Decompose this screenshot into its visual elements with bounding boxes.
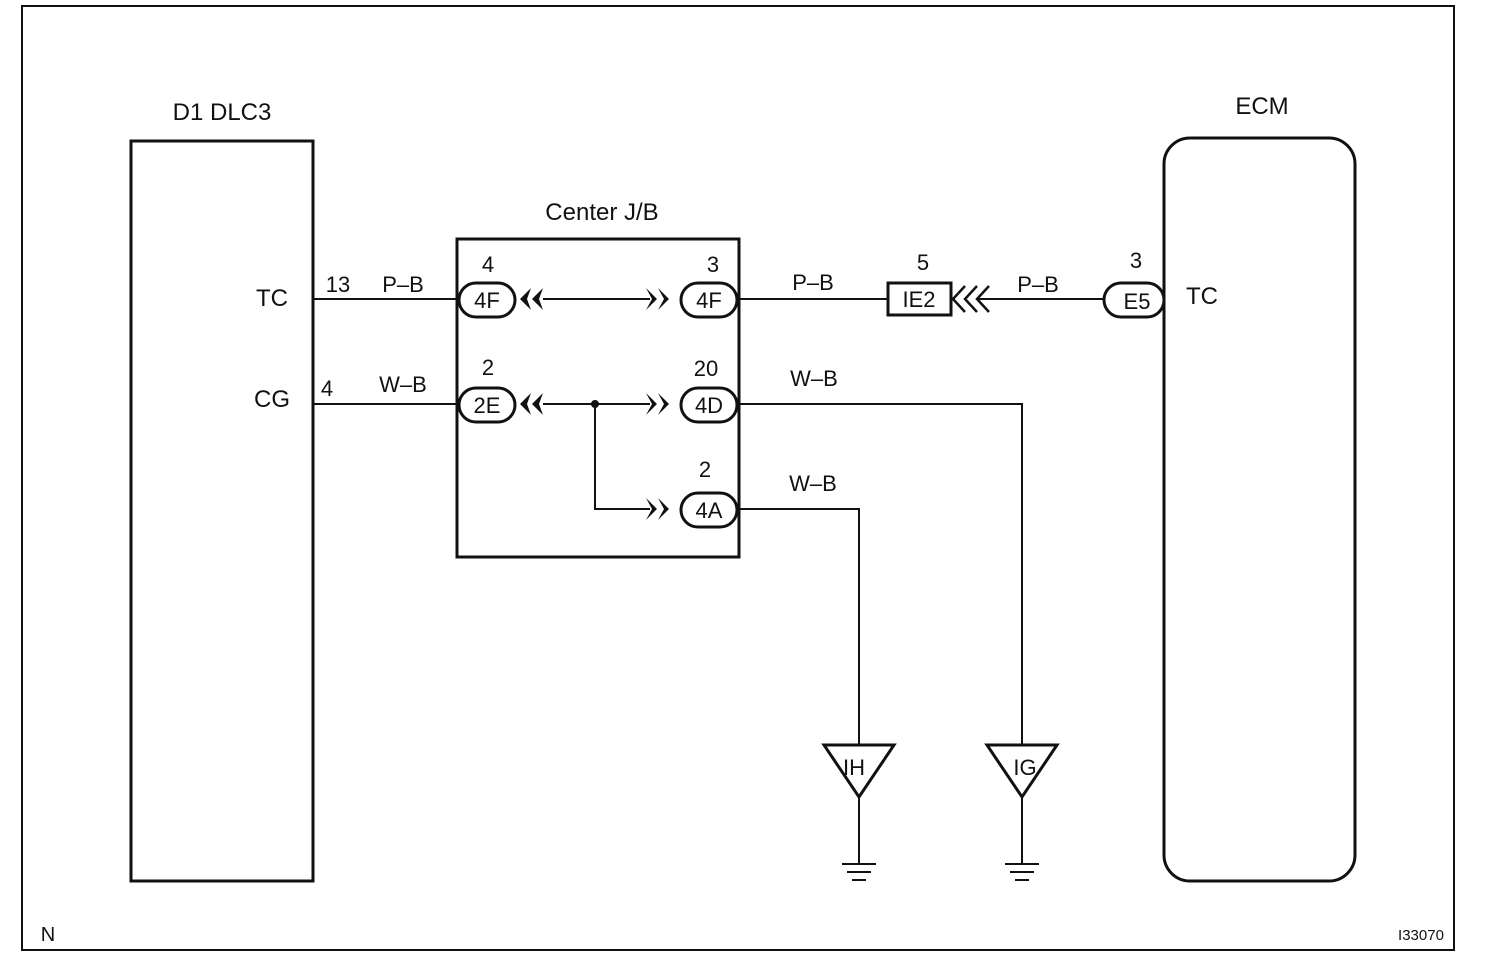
cg-circuit: 4 W–B 2E 2 4D 20 4A 2 W–B W–B xyxy=(313,355,1023,745)
plug-arrow-icon xyxy=(646,393,669,415)
tc-middle-wire-color: P–B xyxy=(792,270,834,295)
dlc3-pin-tc-label: TC xyxy=(256,285,288,312)
connector-2e-in-label: 2E xyxy=(474,393,501,418)
ground-4a-wire-color: W–B xyxy=(789,471,837,496)
ground-4d-wire-color: W–B xyxy=(790,366,838,391)
ground-ig-label: IG xyxy=(1013,755,1036,780)
plug-arrow-icon xyxy=(520,393,543,415)
wire-to-ih-ground xyxy=(737,508,860,745)
ground-ig: IG xyxy=(984,743,1060,881)
connector-4f-out-label: 4F xyxy=(696,288,722,313)
connector-2e-in-pin: 2 xyxy=(482,355,494,380)
dlc3-box xyxy=(129,139,315,883)
corner-label: N xyxy=(41,924,55,946)
wire-to-ig-ground xyxy=(737,403,1023,745)
ground-symbol-icon xyxy=(842,863,876,881)
connector-ie2 xyxy=(886,281,953,317)
ecm-pin-tc-label: TC xyxy=(1186,283,1218,310)
connector-4f-in xyxy=(457,281,517,319)
ecm-box xyxy=(1162,136,1357,883)
tc-left-wire-color: P–B xyxy=(382,272,424,297)
dlc3-component: D1 DLC3 TC CG xyxy=(129,99,315,883)
ground-ih: IH xyxy=(821,743,897,881)
connector-4a-out-pin: 2 xyxy=(699,457,711,482)
connector-4d-out-label: 4D xyxy=(695,393,723,418)
connector-4f-out-pin: 3 xyxy=(707,252,719,277)
connector-2e-in xyxy=(457,386,517,424)
tc-right-wire-color: P–B xyxy=(1017,272,1059,297)
connector-ie2-label: IE2 xyxy=(902,287,935,312)
cg-branch-wire xyxy=(594,404,650,510)
junction-block-title: Center J/B xyxy=(545,199,658,226)
figure-id: I33070 xyxy=(1398,927,1444,944)
ground-ih-label: IH xyxy=(843,755,865,780)
connector-4f-in-label: 4F xyxy=(474,288,500,313)
connector-4f-in-pin: 4 xyxy=(482,252,494,277)
tc-left-pin-number: 13 xyxy=(326,272,350,297)
ground-point-ih-icon xyxy=(821,743,897,800)
ecm-title: ECM xyxy=(1235,93,1288,120)
cg-left-pin-number: 4 xyxy=(321,376,333,401)
plug-arrow-icon xyxy=(646,288,669,310)
tc-circuit: 13 P–B 4F 4 4F 3 P–B IE2 5 P–B E5 3 xyxy=(313,248,1166,319)
plug-arrow-icon xyxy=(520,288,543,310)
connector-e5-pin: 3 xyxy=(1130,248,1142,273)
connector-ie2-pin: 5 xyxy=(917,250,929,275)
plug-arrow-icon xyxy=(646,498,669,520)
dlc3-title: D1 DLC3 xyxy=(173,99,272,126)
dlc3-pin-cg-label: CG xyxy=(254,386,290,413)
ground-point-ig-icon xyxy=(984,743,1060,800)
cg-left-wire-color: W–B xyxy=(379,372,427,397)
diagram-frame xyxy=(21,5,1455,951)
ecm-component: ECM TC xyxy=(1162,93,1357,883)
connector-e5-label: E5 xyxy=(1124,289,1151,314)
connector-4d-out-pin: 20 xyxy=(694,356,718,381)
connector-e5 xyxy=(1102,281,1166,319)
ground-symbol-icon xyxy=(1005,863,1039,881)
connector-4a-out-label: 4A xyxy=(696,498,723,523)
